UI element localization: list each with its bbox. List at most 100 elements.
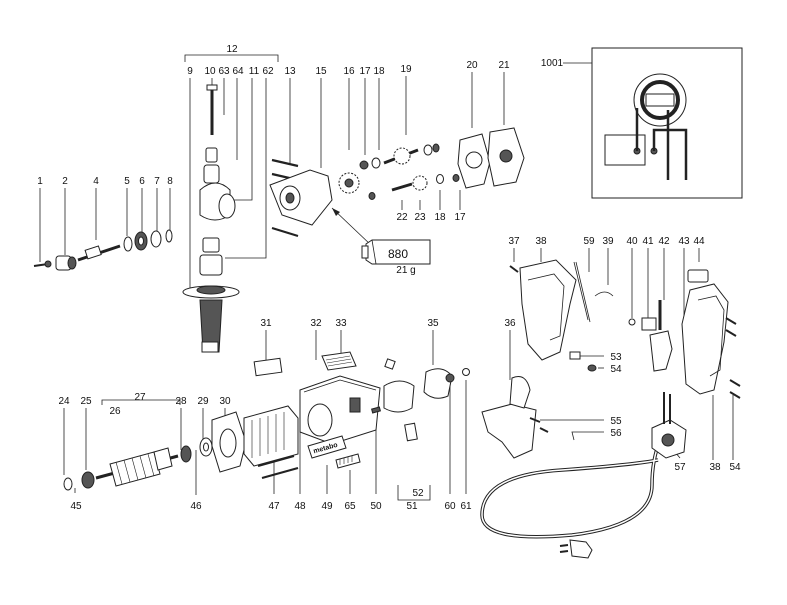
callout-65: 65 <box>344 501 356 512</box>
leader-lines <box>39 62 734 501</box>
callout-22: 22 <box>396 212 408 223</box>
callout-4: 4 <box>93 176 99 187</box>
callout-1: 1 <box>37 176 43 187</box>
callout-21: 21 <box>498 60 510 71</box>
washer-part <box>123 236 133 252</box>
callout-8: 8 <box>167 176 173 187</box>
switch-parts <box>569 261 673 372</box>
callout-15: 15 <box>315 66 327 77</box>
callout-61: 61 <box>460 501 472 512</box>
callout-18: 18 <box>434 212 446 223</box>
screws <box>509 265 741 433</box>
callout-30: 30 <box>219 396 231 407</box>
callout-52: 52 <box>412 488 424 499</box>
callout-5: 5 <box>124 176 130 187</box>
callout-23: 23 <box>414 212 426 223</box>
callout-19: 19 <box>400 64 412 75</box>
callout-44: 44 <box>693 236 705 247</box>
callout-42: 42 <box>658 236 670 247</box>
callout-2: 2 <box>62 176 68 187</box>
callout-38: 38 <box>535 236 547 247</box>
callout-29: 29 <box>197 396 209 407</box>
bracket-12 <box>184 54 279 62</box>
stator <box>243 405 299 480</box>
callout-7: 7 <box>154 176 160 187</box>
callout-37: 37 <box>508 236 520 247</box>
callout-6: 6 <box>139 176 145 187</box>
grease-weight: 21 g <box>396 265 415 276</box>
chuck-parts <box>33 229 173 271</box>
callout-9: 9 <box>187 66 193 77</box>
callout-35: 35 <box>427 318 439 329</box>
grease-tube <box>331 207 431 265</box>
callout-54: 54 <box>729 462 741 473</box>
label-plates <box>253 351 361 469</box>
callout-53: 53 <box>610 352 622 363</box>
callout-45: 45 <box>70 501 82 512</box>
callout-51: 51 <box>406 501 418 512</box>
callout-59: 59 <box>583 236 595 247</box>
brush-holders <box>371 358 470 442</box>
handle-right-half <box>681 269 729 395</box>
gear-train <box>338 143 460 200</box>
callout-57: 57 <box>674 462 686 473</box>
callout-36: 36 <box>504 318 516 329</box>
callout-63: 63 <box>218 66 230 77</box>
callout-18: 18 <box>373 66 385 77</box>
grease-code: 880 <box>388 247 408 261</box>
callout-55: 55 <box>610 416 622 427</box>
callout-46: 46 <box>190 501 202 512</box>
callout-17: 17 <box>454 212 466 223</box>
callout-26: 26 <box>109 406 121 417</box>
callout-28: 28 <box>175 396 187 407</box>
callout-33: 33 <box>335 318 347 329</box>
callout-16: 16 <box>343 66 355 77</box>
callout-56: 56 <box>610 428 622 439</box>
callout-25: 25 <box>80 396 92 407</box>
callout-38: 38 <box>709 462 721 473</box>
callout-41: 41 <box>642 236 654 247</box>
wiring-detail-box <box>591 47 743 199</box>
brand-plate: metabo <box>307 435 347 459</box>
callout-40: 40 <box>626 236 638 247</box>
callout-64: 64 <box>232 66 244 77</box>
callout-39: 39 <box>602 236 614 247</box>
callout-20: 20 <box>466 60 478 71</box>
callout-54: 54 <box>610 364 622 375</box>
chuck-part <box>55 255 77 271</box>
side-handle-assembly <box>182 84 240 353</box>
callout-49: 49 <box>321 501 333 512</box>
screw-part <box>33 260 52 268</box>
callout-50: 50 <box>370 501 382 512</box>
handle-left-half <box>519 259 577 361</box>
callout-60: 60 <box>444 501 456 512</box>
spindle-part <box>77 244 121 262</box>
power-cable <box>480 439 662 559</box>
motor-housing <box>299 375 381 445</box>
callout-48: 48 <box>294 501 306 512</box>
armature <box>63 437 213 491</box>
callout-47: 47 <box>268 501 280 512</box>
switch-trigger <box>481 376 537 459</box>
callout-10: 10 <box>204 66 216 77</box>
callout-27: 27 <box>134 392 146 403</box>
circlip-part <box>165 229 173 243</box>
ring-part <box>150 230 162 248</box>
gear-housing <box>269 158 333 238</box>
callout-17: 17 <box>359 66 371 77</box>
callout-24: 24 <box>58 396 70 407</box>
callout-13: 13 <box>284 66 296 77</box>
callout-1001: 1001 <box>541 58 564 69</box>
callout-32: 32 <box>310 318 322 329</box>
cable-strain-relief <box>651 392 687 459</box>
callout-62: 62 <box>262 66 274 77</box>
callout-31: 31 <box>260 318 272 329</box>
callout-12: 12 <box>226 44 238 55</box>
fan-guide <box>211 411 247 473</box>
callout-11: 11 <box>249 66 260 77</box>
callout-43: 43 <box>678 236 690 247</box>
gear-plate <box>457 127 525 189</box>
